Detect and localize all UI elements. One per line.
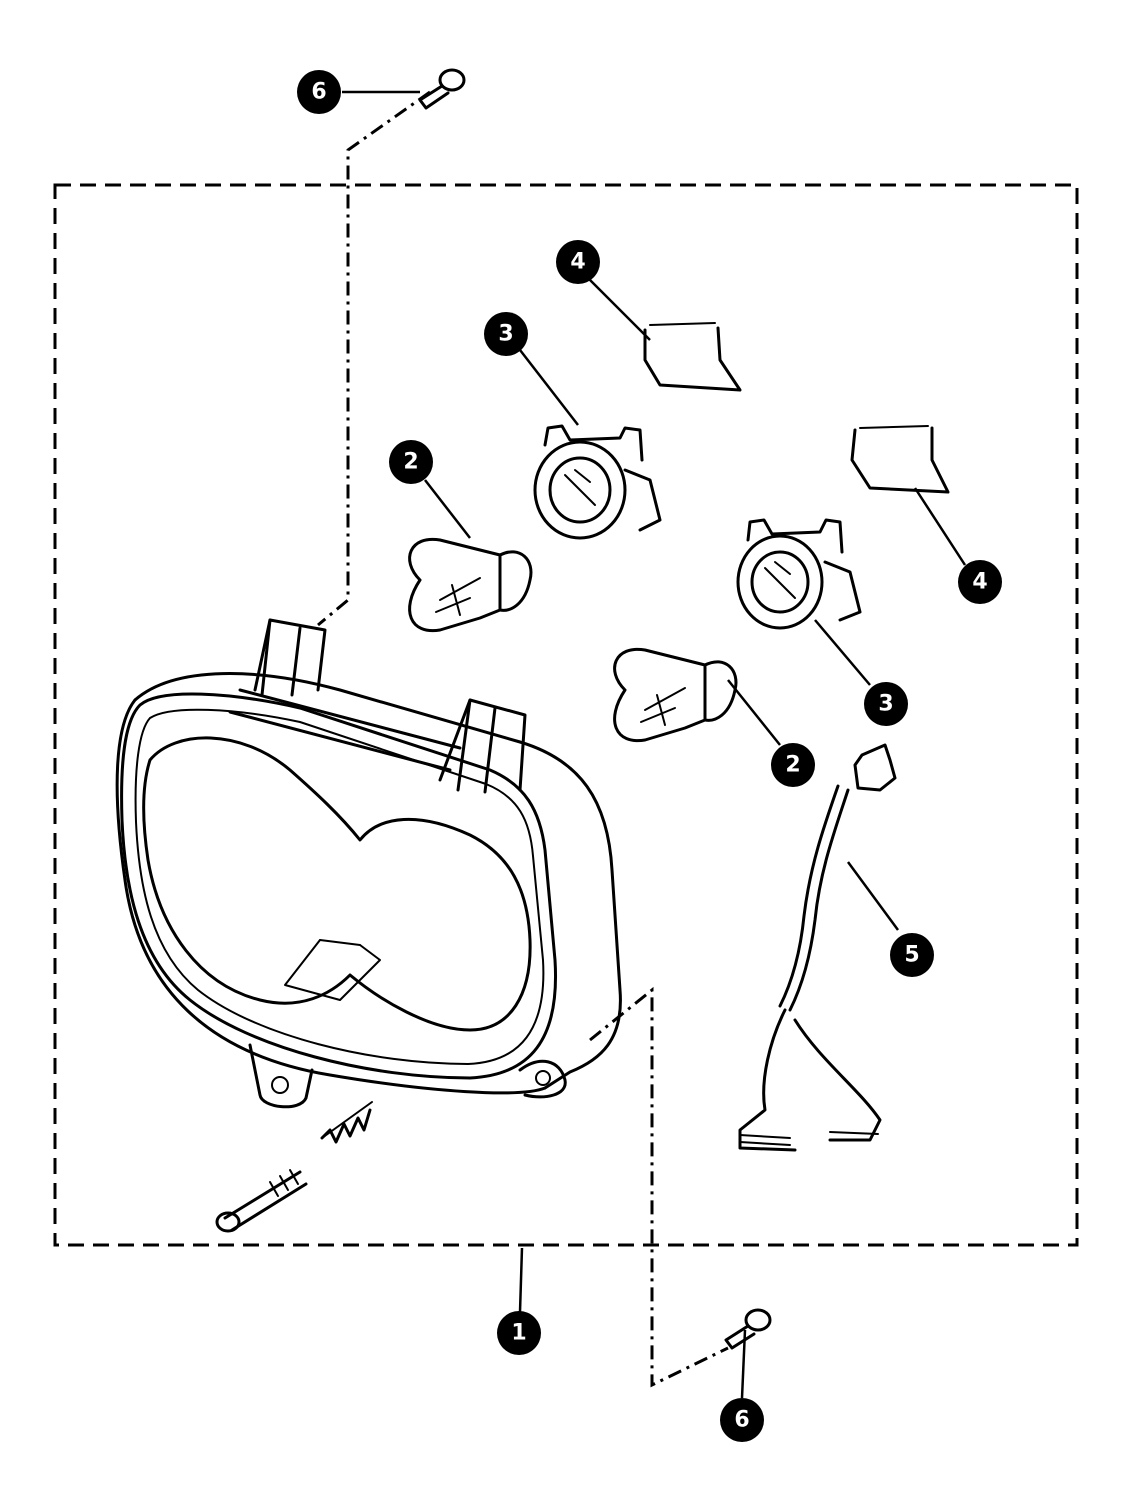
svg-text:3: 3 (878, 692, 893, 717)
svg-text:2: 2 (403, 450, 418, 475)
callout-5: 5 (890, 933, 934, 977)
leader-3-right (814, 619, 871, 686)
screw-top (418, 68, 466, 110)
screw-top-assembly-line (317, 90, 431, 627)
callout-1: 1 (497, 1311, 541, 1355)
seal-left (643, 322, 742, 392)
leader-5 (846, 861, 900, 931)
svg-text:6: 6 (734, 1408, 749, 1433)
leader-2-left (424, 479, 471, 539)
screw-bottom-assembly-line (589, 986, 729, 1388)
kit-boundary-box (53, 183, 1079, 1247)
callout-2-right: 2 (771, 743, 815, 787)
seal-right (850, 425, 950, 494)
callout-2-left: 2 (389, 440, 433, 484)
socket-left (533, 424, 662, 540)
callout-4-right: 4 (958, 560, 1002, 604)
socket-right (736, 518, 862, 630)
callout-3-right: 3 (864, 682, 908, 726)
leader-6-bottom (740, 1329, 747, 1399)
svg-text:2: 2 (785, 753, 800, 778)
callout-4-top: 4 (556, 240, 600, 284)
screw-bottom (724, 1308, 772, 1350)
callout-6-top: 6 (297, 70, 341, 114)
svg-text:3: 3 (498, 322, 513, 347)
wiring-harness (738, 743, 897, 1152)
callout-3-top: 3 (484, 312, 528, 356)
bulb-right (613, 647, 738, 743)
headlight-housing (115, 618, 622, 1109)
svg-text:4: 4 (570, 250, 585, 275)
svg-text:5: 5 (904, 943, 919, 968)
adjuster-spring (320, 1101, 373, 1144)
leader-1 (518, 1247, 524, 1313)
leader-2-right (727, 679, 781, 746)
bulb-left (408, 537, 533, 633)
leader-4-right (913, 487, 967, 566)
callout-6-bottom: 6 (720, 1398, 764, 1442)
leader-4-top (587, 277, 651, 341)
svg-text:6: 6 (311, 80, 326, 105)
svg-text:4: 4 (972, 570, 987, 595)
adjuster-screw (215, 1169, 308, 1233)
leader-3-top (519, 349, 579, 426)
svg-text:1: 1 (511, 1321, 526, 1346)
